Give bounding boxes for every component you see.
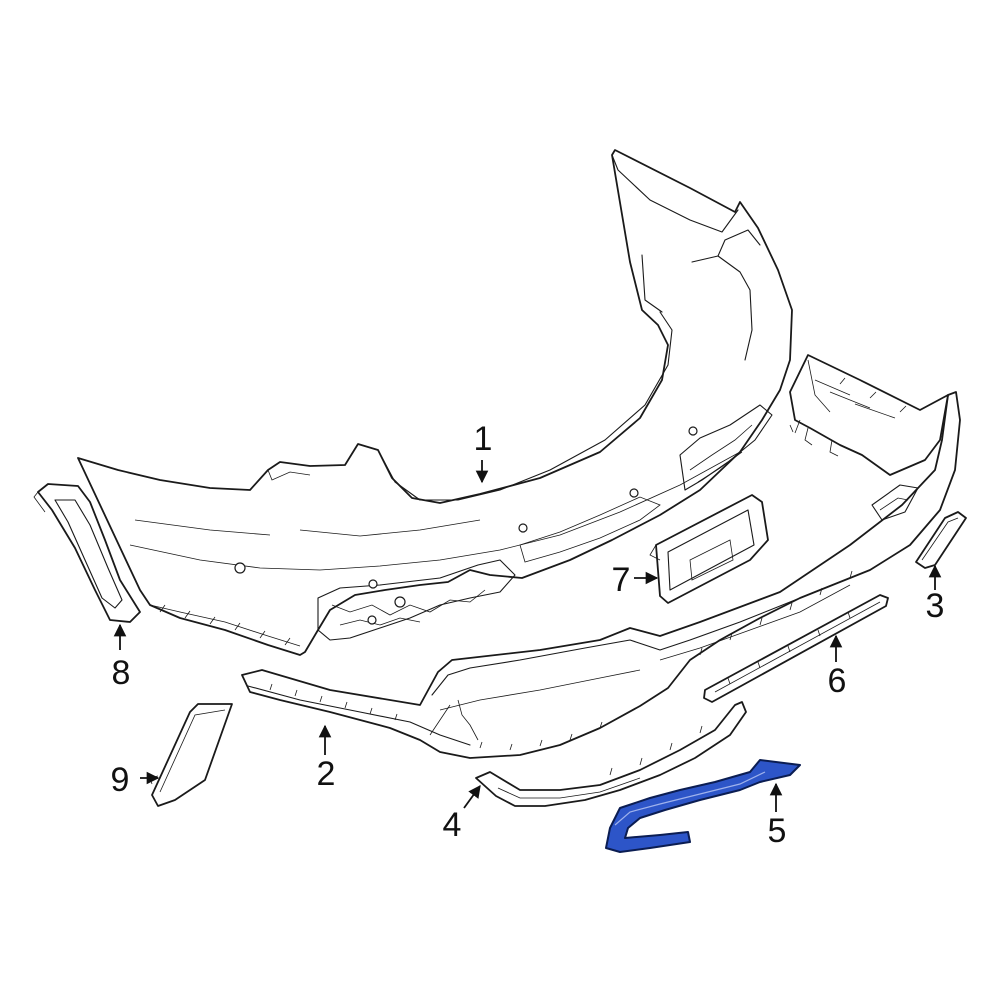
leader-lines — [113, 460, 942, 812]
callout-3: 3 — [926, 587, 945, 625]
callout-5: 5 — [768, 812, 787, 850]
part-8-left-reflector-frame[interactable] — [33, 483, 141, 623]
part-7-plate-bracket[interactable] — [649, 494, 769, 604]
leader-4 — [463, 784, 481, 809]
callout-9: 9 — [111, 761, 130, 799]
part-3-right-reflector[interactable] — [915, 511, 967, 569]
callout-labels: 1 2 3 4 5 6 7 8 9 — [111, 420, 945, 850]
part-9-left-lower-trim[interactable] — [149, 703, 233, 807]
callout-6: 6 — [828, 662, 847, 700]
callout-8: 8 — [112, 654, 131, 692]
part-1-bumper-cover[interactable] — [77, 149, 793, 656]
part-5-chrome-trim-highlighted[interactable] — [605, 759, 801, 853]
callout-2: 2 — [317, 755, 336, 793]
part-4-diffuser-trim[interactable] — [475, 701, 747, 807]
callout-1: 1 — [474, 420, 493, 458]
callout-7: 7 — [612, 561, 631, 599]
callout-4: 4 — [443, 806, 462, 844]
part-2-lower-valance[interactable] — [241, 354, 961, 759]
part-6-molding-strip[interactable] — [703, 594, 889, 703]
